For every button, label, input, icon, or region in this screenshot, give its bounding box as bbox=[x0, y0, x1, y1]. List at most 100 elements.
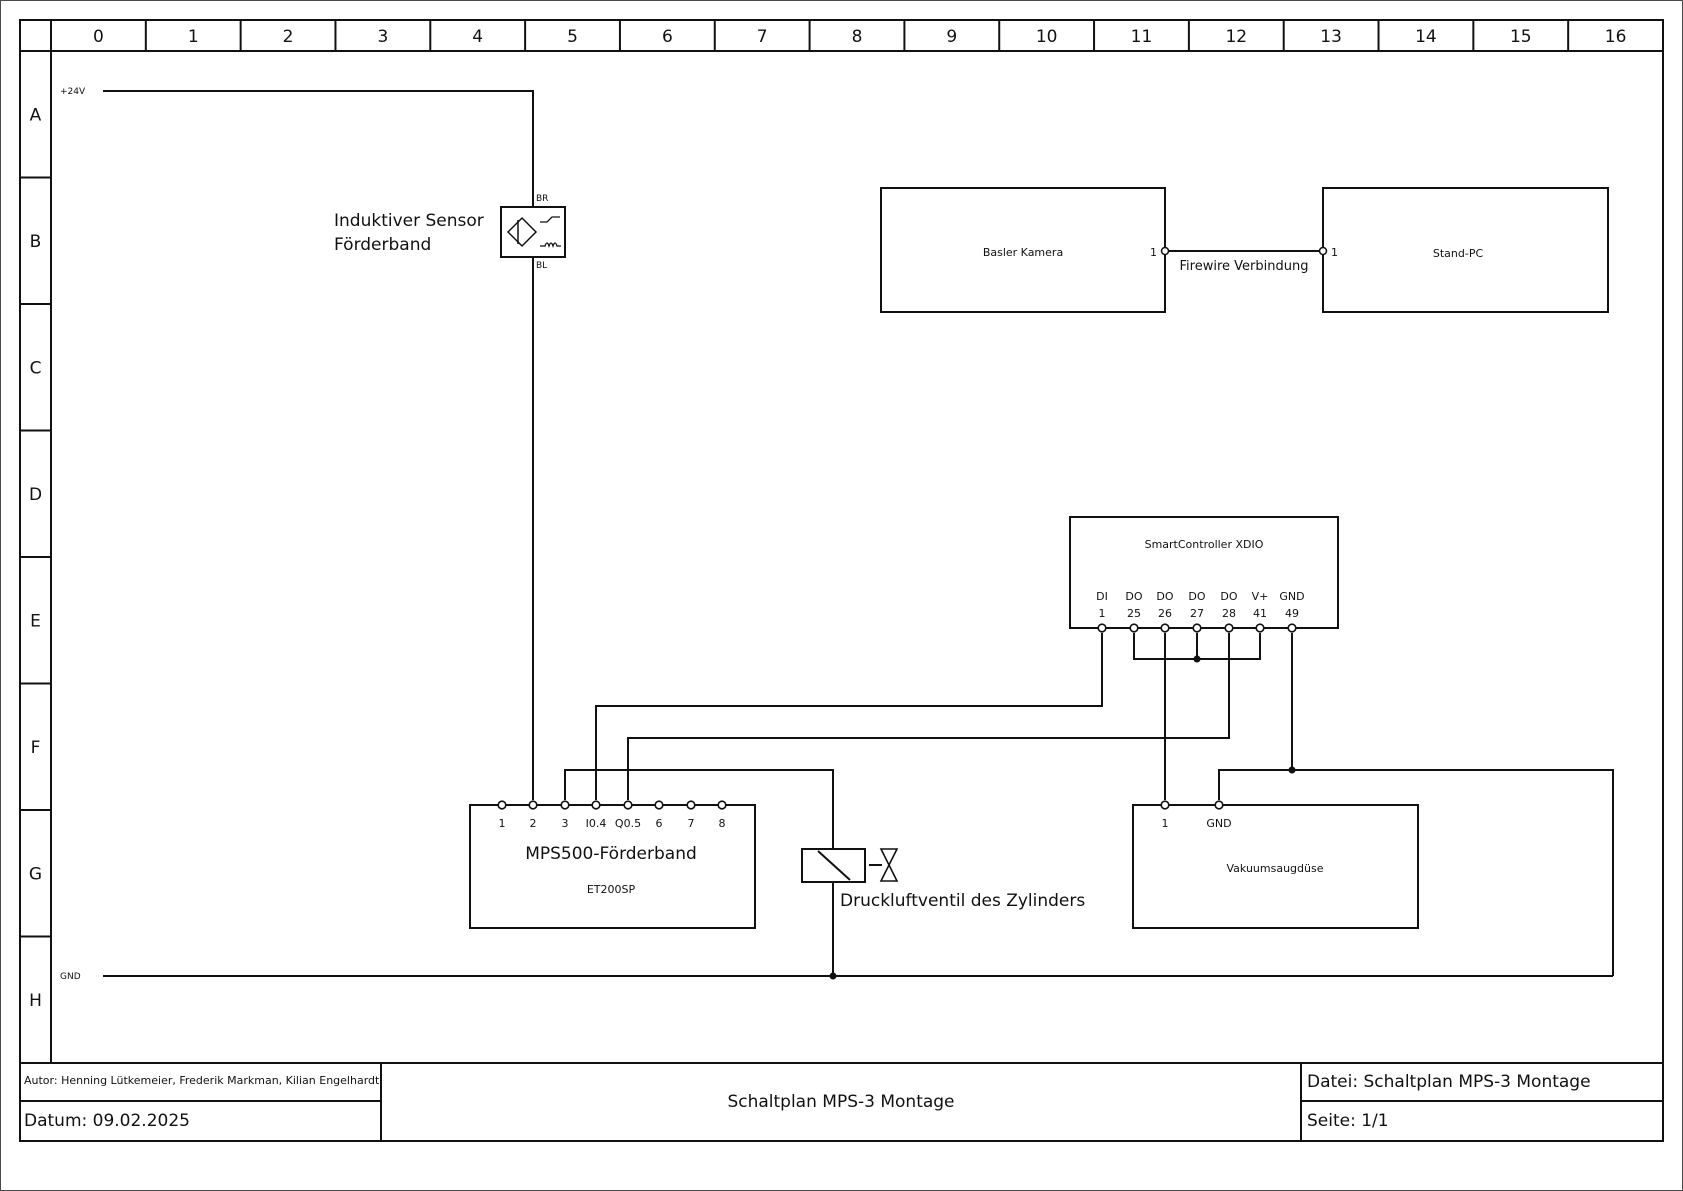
net-label-gnd: GND bbox=[60, 972, 81, 982]
title-block-file: Datei: Schaltplan MPS-3 Montage bbox=[1307, 1072, 1591, 1092]
controller-pin-number: 28 bbox=[1222, 607, 1236, 620]
controller-pin-number: 27 bbox=[1190, 607, 1204, 620]
column-label: 8 bbox=[852, 27, 863, 47]
valve-coil-diagonal bbox=[817, 850, 851, 881]
conveyor-pin-terminal bbox=[497, 800, 507, 810]
controller-pin-terminal bbox=[1160, 623, 1170, 633]
title-block-author: Autor: Henning Lütkemeier, Frederik Mark… bbox=[24, 1074, 380, 1087]
junctions bbox=[829, 655, 1296, 980]
row-label: C bbox=[30, 358, 42, 378]
controller-pin-terminal bbox=[1255, 623, 1265, 633]
sensor-body bbox=[500, 206, 566, 258]
pc-port-terminal bbox=[1318, 246, 1328, 256]
conveyor-pin-terminal bbox=[560, 800, 570, 810]
column-label: 15 bbox=[1510, 27, 1532, 47]
vacuum-nozzle-block: Vakuumsaugdüse 1 GND bbox=[1132, 800, 1419, 929]
controller-pin-number: 25 bbox=[1127, 607, 1141, 620]
wire-pin3-to-valve bbox=[564, 769, 834, 849]
firewire-label: Firewire Verbindung bbox=[1180, 259, 1309, 274]
column-label: 5 bbox=[567, 27, 578, 47]
controller-pin-terminal bbox=[1129, 623, 1139, 633]
conveyor-pin-label: I0.4 bbox=[586, 817, 607, 830]
conveyor-pin-terminal bbox=[623, 800, 633, 810]
row-label: A bbox=[30, 105, 42, 125]
controller-box bbox=[1069, 516, 1339, 629]
vacuum-pin-label: GND bbox=[1206, 817, 1231, 830]
frame-border bbox=[19, 19, 1664, 1142]
controller-pin-terminal bbox=[1192, 623, 1202, 633]
vacuum-pins: 1 GND bbox=[1160, 800, 1232, 830]
wire-24v-to-sensor bbox=[103, 90, 534, 207]
row-label: D bbox=[29, 485, 42, 505]
conveyor-label: MPS500-Förderband bbox=[525, 844, 697, 864]
junction-dot bbox=[1193, 655, 1201, 663]
column-label: 6 bbox=[662, 27, 673, 47]
vacuum-pin-terminal bbox=[1160, 800, 1170, 810]
controller-pin-name: DO bbox=[1156, 590, 1173, 603]
vacuum-label: Vakuumsaugdüse bbox=[1227, 862, 1324, 875]
conveyor-pin-label: 6 bbox=[656, 817, 663, 830]
column-label: 13 bbox=[1320, 27, 1342, 47]
column-label: 9 bbox=[946, 27, 957, 47]
row-label: H bbox=[29, 991, 42, 1011]
vacuum-pin-label: 1 bbox=[1162, 817, 1169, 830]
junction-dot bbox=[1288, 766, 1296, 774]
column-label: 4 bbox=[472, 27, 483, 47]
camera-port-label: 1 bbox=[1150, 246, 1157, 259]
column-label: 12 bbox=[1225, 27, 1247, 47]
valve-icon bbox=[879, 848, 899, 882]
conveyor-sublabel: ET200SP bbox=[587, 883, 636, 896]
junction-dot bbox=[829, 972, 837, 980]
conveyor-pin-terminal bbox=[528, 800, 538, 810]
controller-pin-number: 1 bbox=[1099, 607, 1106, 620]
sensor-pin-bl: BL bbox=[536, 261, 547, 271]
column-label: 1 bbox=[188, 27, 199, 47]
column-label: 2 bbox=[283, 27, 294, 47]
camera-port-terminal bbox=[1160, 246, 1170, 256]
valve-label: Druckluftventil des Zylinders bbox=[840, 891, 1085, 911]
controller-pin-number: 26 bbox=[1158, 607, 1172, 620]
sensor-pin-br: BR bbox=[536, 194, 548, 204]
inductive-sensor: BR BL Induktiver Sensor Förderband bbox=[334, 194, 566, 271]
controller-pin-number: 41 bbox=[1253, 607, 1267, 620]
controller-pin-name: GND bbox=[1279, 590, 1304, 603]
conveyor-pin-terminal bbox=[654, 800, 664, 810]
net-label-24v: +24V bbox=[60, 87, 86, 97]
column-label: 3 bbox=[377, 27, 388, 47]
wire-di1-to-i04 bbox=[595, 633, 1103, 800]
conveyor-pin-terminal bbox=[591, 800, 601, 810]
sensor-title-line2: Förderband bbox=[334, 235, 431, 255]
pneumatic-valve: Druckluftventil des Zylinders bbox=[801, 848, 1085, 911]
pc-label: Stand-PC bbox=[1433, 247, 1484, 260]
title-block-page: Seite: 1/1 bbox=[1307, 1111, 1389, 1131]
pc-block: Stand-PC 1 bbox=[1318, 187, 1609, 313]
conveyor-pin-label: 8 bbox=[719, 817, 726, 830]
conveyor-box bbox=[469, 804, 756, 929]
conveyor-pin-terminal bbox=[717, 800, 727, 810]
conveyor-pin-terminal bbox=[686, 800, 696, 810]
column-label: 7 bbox=[757, 27, 768, 47]
controller-label: SmartController XDIO bbox=[1145, 538, 1264, 551]
smartcontroller-block: SmartController XDIO DI1DO25DO26DO27DO28… bbox=[1069, 516, 1339, 633]
conveyor-pin-label: 3 bbox=[562, 817, 569, 830]
conveyor-pin-label: Q0.5 bbox=[615, 817, 641, 830]
title-block-date: Datum: 09.02.2025 bbox=[24, 1111, 190, 1131]
camera-label: Basler Kamera bbox=[983, 246, 1063, 259]
switch-contact-icon bbox=[540, 216, 560, 223]
conveyor-pin-label: 1 bbox=[499, 817, 506, 830]
controller-pin-name: DI bbox=[1096, 590, 1108, 603]
row-label: G bbox=[29, 864, 42, 884]
row-label: E bbox=[30, 611, 41, 631]
column-label: 14 bbox=[1415, 27, 1437, 47]
conveyor-pin-label: 2 bbox=[530, 817, 537, 830]
controller-pin-name: DO bbox=[1125, 590, 1142, 603]
controller-pin-terminal bbox=[1097, 623, 1107, 633]
camera-block: Basler Kamera 1 bbox=[880, 187, 1170, 313]
column-label: 16 bbox=[1605, 27, 1627, 47]
